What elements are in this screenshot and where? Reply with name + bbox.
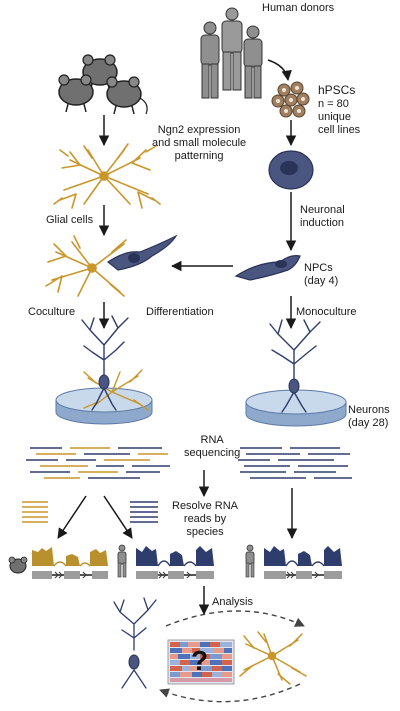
human-gene-track-monoculture	[264, 546, 342, 579]
neuron-rna-reads	[238, 447, 352, 479]
coculture-label: Coculture	[28, 306, 76, 318]
coculture-glia-icon	[45, 235, 127, 297]
ngn2-label: Ngn2 expression and small molecule patte…	[152, 124, 247, 162]
question-mark: ?	[191, 645, 209, 676]
human-small-icon	[117, 544, 127, 578]
analysis-neuron-icon	[113, 597, 157, 689]
analysis-cycle-arrow-top	[165, 610, 305, 627]
mouse-icon	[106, 76, 148, 115]
mouse-icon	[58, 74, 94, 113]
differentiation-label: Differentiation	[146, 306, 214, 318]
neuronal-induction-label: Neuronal induction	[300, 204, 345, 229]
human-reads-arrow	[103, 495, 133, 539]
coculture-dish-icon	[55, 387, 153, 425]
mouse-gene-track	[32, 547, 108, 579]
human-figure-icon	[221, 7, 243, 91]
expression-heatmap	[167, 639, 235, 685]
neurons-label: Neurons (day 28)	[348, 404, 390, 429]
hpsc-cluster-icon	[271, 81, 310, 118]
human-small-icon	[245, 544, 255, 578]
resolve-reads-label: Resolve RNA reads by species	[172, 500, 239, 538]
cell-lines-label: n = 80 unique cell lines	[318, 98, 361, 136]
analysis-glia-icon	[239, 631, 307, 685]
analysis-cycle-arrow-bottom	[159, 683, 301, 703]
human-figure-icon	[243, 25, 263, 99]
monoculture-label: Monoculture	[296, 306, 357, 318]
progenitor-cell-icon	[268, 150, 314, 190]
coculture-neuron-icon	[106, 234, 178, 271]
mouse-reads-arrow	[57, 495, 87, 539]
glial-cell-icon	[53, 143, 161, 209]
npcs-label: NPCs (day 4)	[304, 262, 339, 287]
donor-to-hpsc-arrow	[267, 59, 292, 82]
human-figure-icon	[200, 21, 220, 99]
analysis-label: Analysis	[212, 596, 253, 608]
human-read-stack	[130, 501, 158, 523]
monoculture-neuron-icon	[269, 319, 321, 413]
coculture-neuron-on-dish-icon	[81, 315, 149, 411]
mouse-small-icon	[8, 556, 28, 574]
monoculture-dish-icon	[245, 389, 347, 427]
rna-sequencing-label: RNA sequencing	[184, 434, 241, 459]
glial-cells-label: Glial cells	[46, 214, 94, 226]
mixed-rna-reads	[26, 447, 170, 479]
npc-cell-icon	[234, 255, 301, 281]
human-donors-label: Human donors	[262, 2, 335, 14]
hpscs-label: hPSCs	[318, 83, 356, 97]
mouse-read-stack	[22, 501, 48, 523]
human-gene-track-coculture	[136, 546, 214, 579]
